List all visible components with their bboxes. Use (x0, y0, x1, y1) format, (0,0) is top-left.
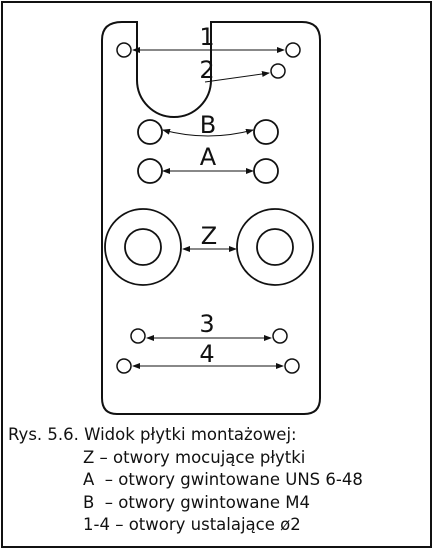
dimension-1: 1 (116, 23, 301, 58)
dimension-2: 2 (199, 56, 286, 84)
legend-b: B – otwory gwintowane M4 (83, 492, 311, 512)
label-2: 2 (199, 56, 214, 84)
caption-title: Rys. 5.6. Widok płytki montażowej: (8, 425, 297, 444)
legend-a: A – otwory gwintowane UNS 6-48 (83, 470, 363, 489)
legend-1-4: 1-4 – otwory ustalające ø2 (83, 515, 301, 534)
label-a: A (200, 143, 217, 171)
dimension-4: 4 (116, 340, 300, 374)
label-3: 3 (199, 310, 214, 338)
legend-z: Z – otwory mocujące płytki (83, 447, 306, 467)
mounting-hole-left-inner (124, 228, 162, 266)
figure-caption: Rys. 5.6. Widok płytki montażowej: Z – o… (8, 424, 428, 537)
label-b: B (200, 111, 216, 139)
dimension-3: 3 (130, 310, 288, 344)
label-4: 4 (199, 340, 214, 368)
figure-frame (1, 1, 432, 548)
mounting-hole-right-inner (256, 228, 294, 266)
m4-hole-left (137, 119, 163, 145)
locating-hole-1-left (116, 42, 132, 58)
locating-hole-3-left (130, 328, 146, 344)
mounting-hole-left-outer (104, 208, 182, 286)
locating-hole-3-right (272, 328, 288, 344)
m4-hole-right (253, 119, 279, 145)
locating-hole-4-left (116, 358, 132, 374)
dimension-b: B (137, 111, 279, 145)
label-z: Z (201, 222, 217, 250)
label-1: 1 (199, 23, 214, 51)
locating-hole-1-right (285, 42, 301, 58)
mounting-hole-right-outer (236, 208, 314, 286)
locating-hole-4-right (284, 358, 300, 374)
uns-hole-right (253, 158, 279, 184)
uns-hole-left (137, 158, 163, 184)
dimension-a: A (137, 143, 279, 184)
plate-outline (101, 21, 321, 415)
dimension-z: Z (104, 208, 314, 286)
locating-hole-2 (270, 63, 286, 79)
